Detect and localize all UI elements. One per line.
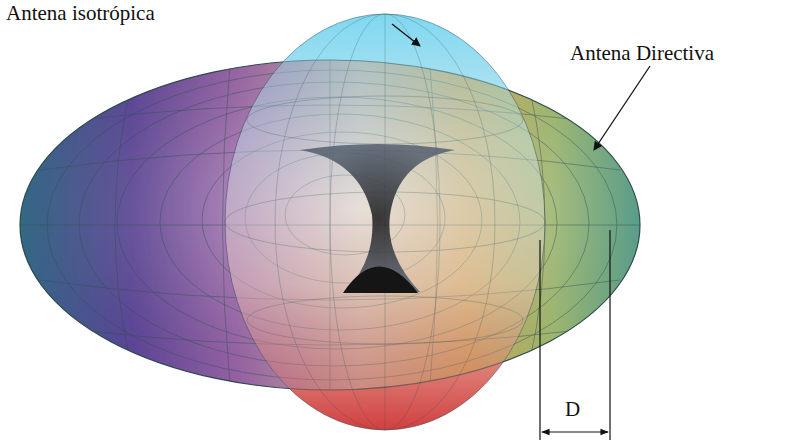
dimension-label: D — [563, 398, 582, 421]
antenna-label: Antena Directiva — [568, 42, 716, 65]
antenna-label: Antena isotrópica — [4, 2, 157, 25]
